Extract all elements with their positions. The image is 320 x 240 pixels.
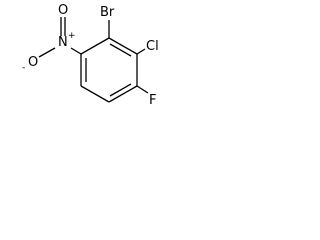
bromine-label: Br (100, 5, 115, 20)
ring-bond-c3-c4 (108, 85, 138, 103)
ring-double-bond-c3-c4 (109, 83, 132, 97)
molecule-structure: Br Cl F O N + O - (22, 3, 159, 108)
nitro-nitrogen-label: N (58, 35, 68, 50)
ring-bond-c1-c2 (108, 37, 138, 55)
ring-double-bond-c1-c2 (109, 43, 132, 57)
bond-to-nitro-nitrogen (70, 47, 82, 55)
nitro-oxygen-left-label: O (28, 55, 38, 70)
nitro-oxygen-top-label: O (58, 3, 68, 18)
bond-to-fluorine (136, 85, 149, 94)
nitro-single-bond (38, 47, 56, 58)
ring-bond-c4-c5 (80, 85, 110, 103)
oxygen-charge-label: - (22, 63, 25, 73)
bond-to-chlorine (136, 48, 146, 55)
nitrogen-charge-label: + (68, 31, 76, 41)
fluorine-label: F (149, 93, 156, 108)
ring-bond-c6-c1 (80, 37, 110, 55)
chlorine-label: Cl (146, 39, 159, 54)
